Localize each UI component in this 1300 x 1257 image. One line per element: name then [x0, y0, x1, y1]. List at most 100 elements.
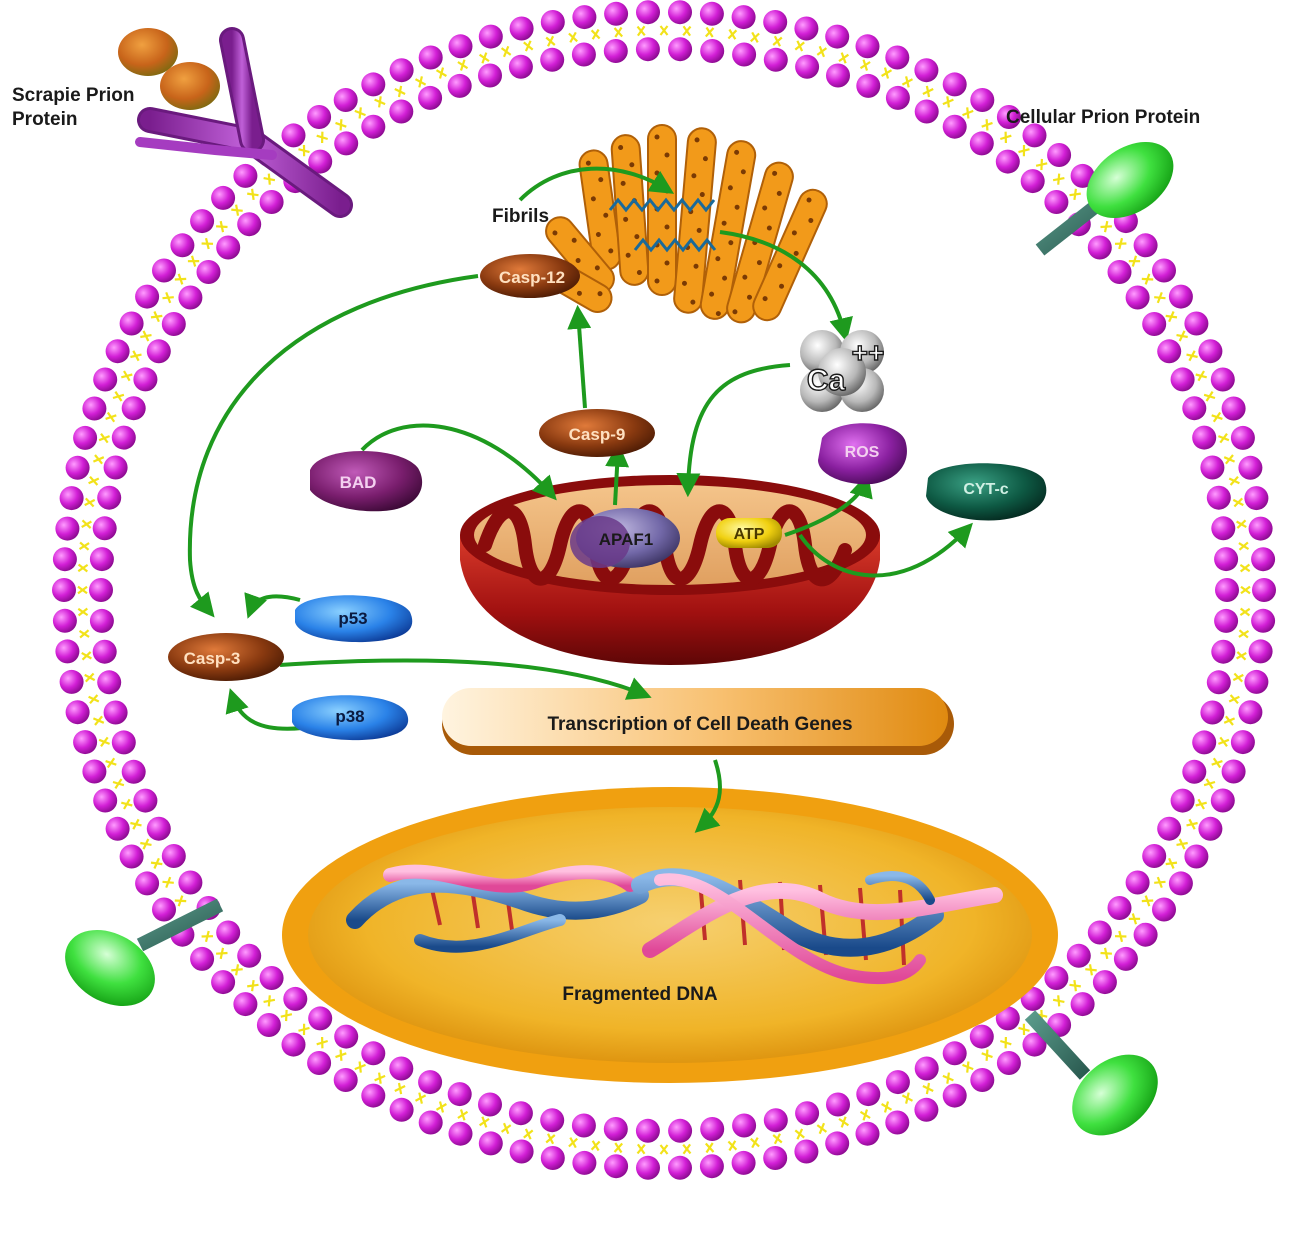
lipid-head: [390, 58, 414, 82]
lipid-head: [794, 17, 818, 41]
lipid-head: [540, 48, 564, 72]
lipid-head: [915, 1057, 939, 1081]
lipid-tail: [1101, 226, 1112, 227]
lipid-tail: [1058, 995, 1059, 1006]
lipid-head: [943, 115, 967, 139]
lipid-head: [856, 34, 880, 58]
lipid-tail: [570, 32, 576, 42]
golgi-cisterna: [648, 125, 676, 295]
lipid-head: [104, 701, 128, 725]
lipid-head: [510, 1140, 534, 1164]
lipid-head: [89, 578, 113, 602]
lipid-head: [541, 1146, 565, 1170]
lipid-head: [1182, 396, 1206, 420]
lipid-head: [509, 1101, 533, 1125]
lipid-head: [1252, 578, 1276, 602]
lipid-head: [763, 1146, 787, 1170]
lipid-head: [886, 1070, 910, 1094]
bad-label: BAD: [340, 473, 377, 492]
lipid-tail: [130, 823, 141, 825]
lipid-head: [700, 1117, 724, 1141]
lipid-head: [1021, 169, 1045, 193]
lipid-head: [885, 1111, 909, 1135]
fibrils-label: Fibrils: [492, 206, 549, 227]
lipid-head: [700, 2, 724, 26]
lipid-head: [668, 37, 692, 61]
fragmented-dna-label: Fragmented DNA: [562, 984, 717, 1005]
lipid-head: [419, 1111, 443, 1135]
lipid-head: [1211, 368, 1235, 392]
lipid-head: [197, 260, 221, 284]
lipid-tail: [1142, 279, 1153, 280]
lipid-head: [122, 396, 146, 420]
lipid-head: [943, 1041, 967, 1065]
lipid-head: [170, 233, 194, 257]
lipid-head: [970, 1068, 994, 1092]
lipid-head: [82, 760, 106, 784]
lipid-head: [1114, 947, 1138, 971]
lipid-head: [135, 871, 159, 895]
lipid-head: [120, 312, 144, 336]
lipid-head: [106, 817, 130, 841]
lipid-head: [826, 1093, 850, 1117]
lipid-head: [1211, 516, 1235, 540]
cellular-prion-protein-label: Cellular Prion Protein: [1006, 106, 1200, 130]
lipid-tail: [1090, 964, 1092, 975]
lipid-head: [1249, 639, 1273, 663]
lipid-head: [1142, 312, 1166, 336]
lipid-head: [826, 64, 850, 88]
lipid-head: [1207, 486, 1231, 510]
lipid-head: [970, 88, 994, 112]
lipid-head: [449, 1122, 473, 1146]
lipid-tail: [140, 843, 151, 845]
lipid-head: [764, 1108, 788, 1132]
lipid-head: [572, 5, 596, 29]
lipid-head: [178, 286, 202, 310]
lipid-head: [283, 987, 307, 1011]
lipid-head: [885, 46, 909, 70]
lipid-head: [572, 1114, 596, 1138]
lipid-head: [540, 1108, 564, 1132]
lipid-head: [700, 1154, 724, 1178]
lipid-head: [1108, 896, 1132, 920]
lipid-head: [1192, 426, 1216, 450]
lipid-head: [135, 285, 159, 309]
lipid-head: [1222, 760, 1246, 784]
lipid-tail: [269, 174, 270, 185]
lipid-head: [604, 1154, 628, 1178]
lipid-tail: [773, 38, 782, 46]
lipid-head: [1088, 236, 1112, 260]
lipid-tail: [175, 901, 186, 902]
lipid-head: [419, 46, 443, 70]
lipid-head: [1044, 966, 1068, 990]
lipid-head: [361, 115, 385, 139]
lipid-head: [1152, 898, 1176, 922]
lipid-tail: [752, 1138, 758, 1148]
scrapie-prion-protein-line1: Scrapie Prion: [12, 84, 135, 108]
lipid-tail: [927, 1083, 929, 1094]
lipid-head: [856, 1082, 880, 1106]
lipid-head: [794, 1140, 818, 1164]
lipid-tail: [281, 1014, 292, 1017]
lipid-head: [216, 921, 240, 945]
lipid-head: [53, 547, 77, 571]
lipid-tail: [113, 782, 124, 785]
lipid-head: [448, 1082, 472, 1106]
lipid-head: [334, 1068, 358, 1092]
lipid-head: [418, 86, 442, 110]
lipid-tail: [360, 107, 361, 118]
lipid-head: [389, 1057, 413, 1081]
calcium-label: Ca: [807, 364, 846, 397]
lipid-head: [282, 1033, 306, 1057]
lipid-head: [106, 339, 130, 363]
transcription-label: Transcription of Cell Death Genes: [547, 714, 852, 735]
lipid-head: [636, 0, 660, 24]
lipid-head: [307, 1051, 331, 1075]
lipid-tail: [121, 803, 132, 806]
lipid-head: [825, 1131, 849, 1155]
lipid-head: [1134, 923, 1158, 947]
lipid-head: [1157, 339, 1181, 363]
lipid-head: [90, 609, 114, 633]
lipid-tail: [1074, 980, 1076, 991]
ros-label: ROS: [845, 444, 880, 461]
